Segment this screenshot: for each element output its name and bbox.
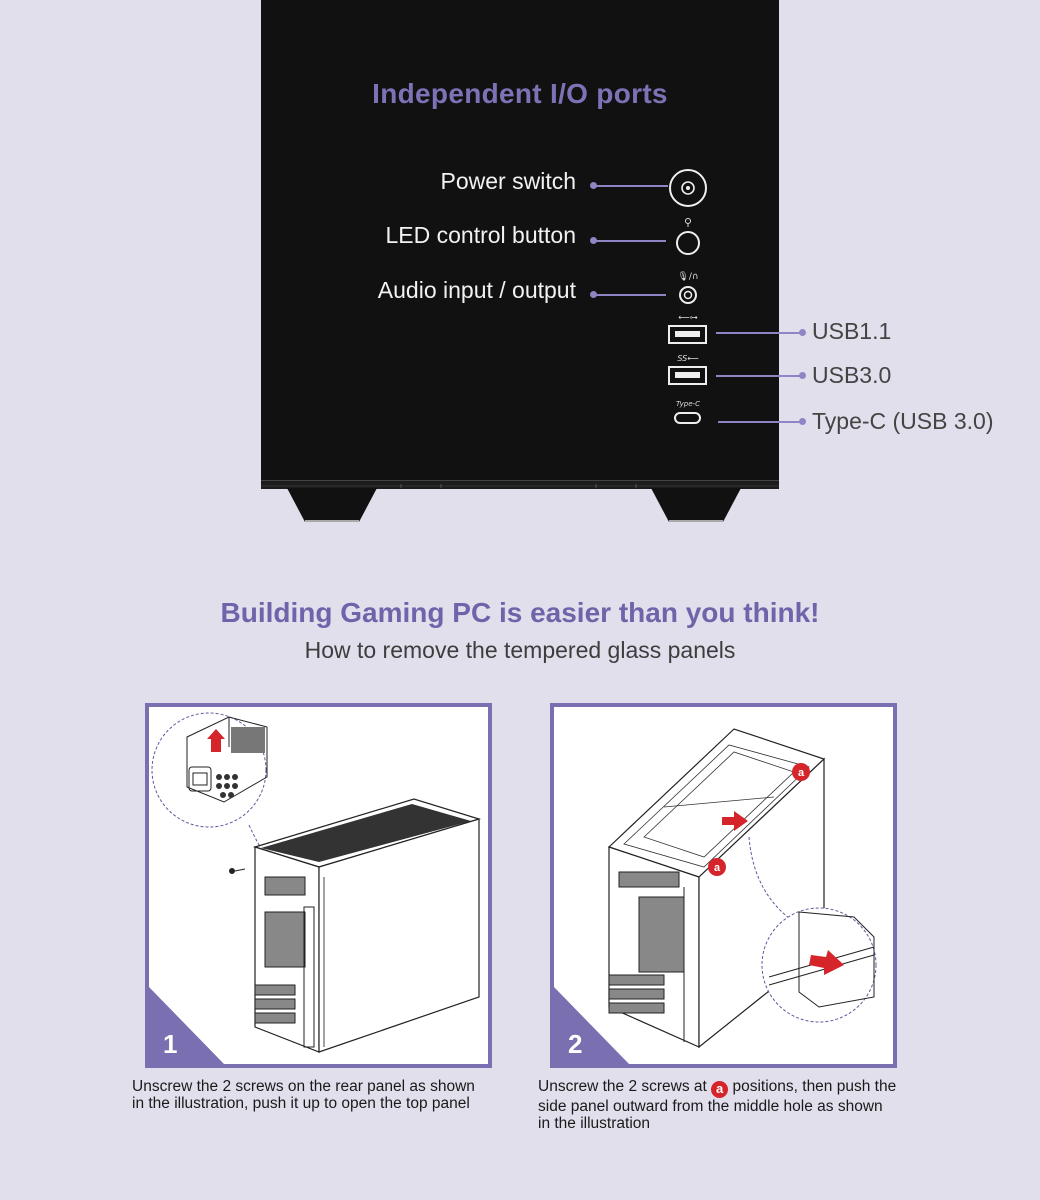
pc-case-base xyxy=(261,480,779,489)
caption-line: Unscrew the 2 screws at a positions, the… xyxy=(538,1078,896,1098)
svg-text:a: a xyxy=(714,862,721,874)
led-control-label: LED control button xyxy=(385,222,576,248)
leader-line xyxy=(594,240,666,242)
caption-line: Unscrew the 2 screws on the rear panel a… xyxy=(132,1078,475,1095)
case-rear-illustration xyxy=(149,712,482,1064)
leader-dot xyxy=(590,237,597,244)
step-1-panel: 1 xyxy=(145,703,492,1068)
step-2-panel: a a 2 xyxy=(550,703,897,1068)
caption-line: in the illustration, push it up to open … xyxy=(132,1095,470,1112)
marker-a-icon: a xyxy=(711,1081,729,1098)
usb11-label: USB1.1 xyxy=(812,318,892,344)
leader-dot xyxy=(590,182,597,189)
audio-jack-icon: 🎙/∩ xyxy=(677,271,699,304)
step-2-caption: Unscrew the 2 screws at a positions, the… xyxy=(538,1078,896,1132)
audio-io-label: Audio input / output xyxy=(377,277,576,303)
svg-text:Type-C: Type-C xyxy=(676,400,700,408)
build-subheading: How to remove the tempered glass panels xyxy=(304,637,736,663)
svg-text:SS⟵: SS⟵ xyxy=(677,354,699,363)
led-button-icon xyxy=(676,218,700,255)
svg-text:⟵⊶: ⟵⊶ xyxy=(678,313,697,322)
usb-c-port-icon: Type-C xyxy=(674,400,701,424)
build-heading: Building Gaming PC is easier than you th… xyxy=(220,597,820,628)
leader-line xyxy=(716,332,802,334)
step-number: 1 xyxy=(163,1029,178,1059)
leader-dot xyxy=(799,329,806,336)
svg-text:a: a xyxy=(798,767,805,779)
case-feet xyxy=(261,484,779,522)
leader-dot xyxy=(799,372,806,379)
usb-port-icon: ⟵⊶ xyxy=(668,313,707,344)
step-number: 2 xyxy=(568,1029,583,1059)
caption-line: side panel outward from the middle hole … xyxy=(538,1098,883,1115)
power-switch-label: Power switch xyxy=(440,168,576,194)
case-side-illustration: a a xyxy=(554,728,877,1064)
io-section-title: Independent I/O ports xyxy=(372,78,668,109)
power-button-icon xyxy=(669,169,707,207)
leader-line xyxy=(718,421,802,423)
leader-line xyxy=(716,375,802,377)
caption-text: positions, then push the xyxy=(732,1078,897,1095)
leader-dot xyxy=(799,418,806,425)
leader-line xyxy=(594,185,668,187)
step-1-caption: Unscrew the 2 screws on the rear panel a… xyxy=(132,1078,475,1112)
leader-line xyxy=(594,294,666,296)
caption-line: in the illustration xyxy=(538,1115,651,1132)
usb30-label: USB3.0 xyxy=(812,362,892,388)
type-c-label: Type-C (USB 3.0) xyxy=(812,408,994,434)
leader-dot xyxy=(590,291,597,298)
pc-case-front xyxy=(261,0,779,480)
svg-text:🎙/∩: 🎙/∩ xyxy=(677,271,698,282)
usb3-port-icon: SS⟵ xyxy=(668,354,707,385)
caption-text: Unscrew the 2 screws at xyxy=(538,1078,707,1095)
